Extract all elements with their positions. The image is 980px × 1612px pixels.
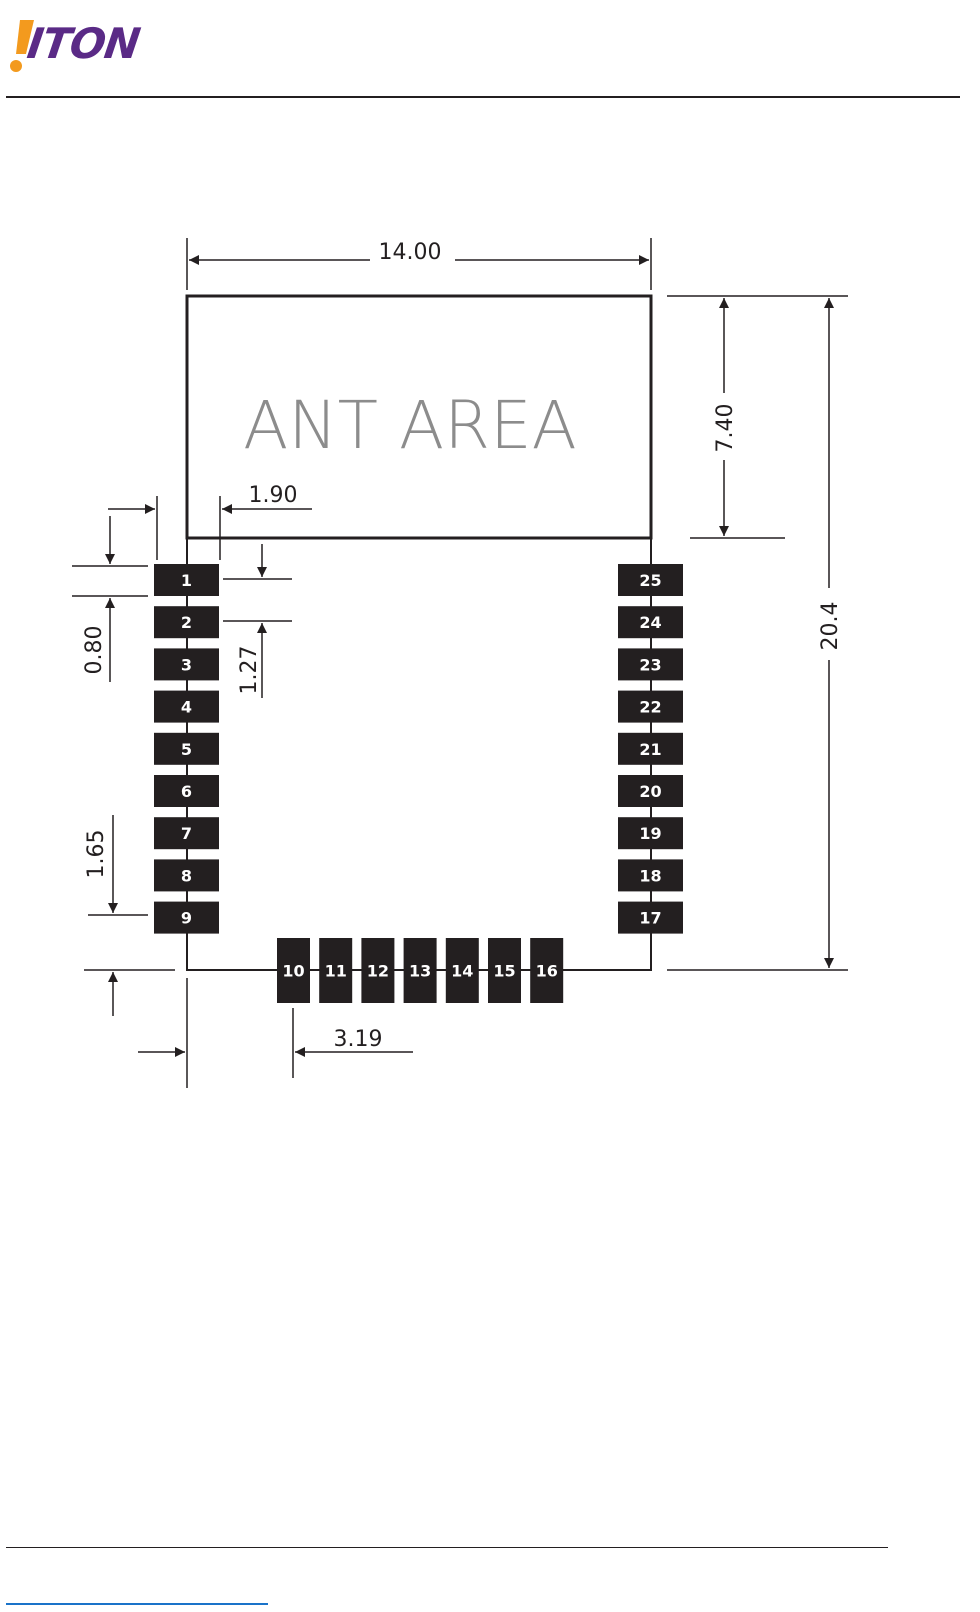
pin-23-label: 23 xyxy=(639,655,661,674)
pin-3-label: 3 xyxy=(181,655,192,674)
pin-19: 19 xyxy=(618,817,683,849)
pin-25: 25 xyxy=(618,564,683,596)
pin-13: 13 xyxy=(404,938,437,1003)
pin-25-label: 25 xyxy=(639,571,661,590)
module-outline xyxy=(187,538,651,970)
pin-10-label: 10 xyxy=(282,962,304,981)
pin-20-label: 20 xyxy=(639,782,661,801)
pin-18: 18 xyxy=(618,859,683,891)
pin-1: 1 xyxy=(154,564,219,596)
pin-20: 20 xyxy=(618,775,683,807)
dim-width-label: 14.00 xyxy=(379,240,442,265)
pin-14-label: 14 xyxy=(451,962,473,981)
pin-15: 15 xyxy=(488,938,521,1003)
pin-17: 17 xyxy=(618,902,683,934)
footer-link-underline xyxy=(6,1603,268,1605)
pin-2: 2 xyxy=(154,606,219,638)
pin-9: 9 xyxy=(154,902,219,934)
pin-15-label: 15 xyxy=(493,962,515,981)
pin-16: 16 xyxy=(530,938,563,1003)
pin-5: 5 xyxy=(154,733,219,765)
pin-7: 7 xyxy=(154,817,219,849)
pin-12: 12 xyxy=(361,938,394,1003)
pin-18-label: 18 xyxy=(639,866,661,885)
dim-top-to-pin1-label: 1.90 xyxy=(249,483,298,508)
antenna-area-label: ANT AREA xyxy=(243,387,577,464)
pin-3: 3 xyxy=(154,648,219,680)
pin-23: 23 xyxy=(618,648,683,680)
pin-5-label: 5 xyxy=(181,740,192,759)
pin-6: 6 xyxy=(154,775,219,807)
pin-7-label: 7 xyxy=(181,824,192,843)
pin-4: 4 xyxy=(154,691,219,723)
pin-17-label: 17 xyxy=(639,909,661,928)
pin-21: 21 xyxy=(618,733,683,765)
pin-19-label: 19 xyxy=(639,824,661,843)
pin-8: 8 xyxy=(154,859,219,891)
pin-4-label: 4 xyxy=(181,698,192,717)
pin-16-label: 16 xyxy=(536,962,558,981)
pin-12-label: 12 xyxy=(367,962,389,981)
dim-pin9-edge-label: 1.65 xyxy=(84,830,109,879)
pin-9-label: 9 xyxy=(181,909,192,928)
dim-pad-height-label: 0.80 xyxy=(82,626,107,675)
pin-11: 11 xyxy=(319,938,352,1003)
pin-24: 24 xyxy=(618,606,683,638)
footer-divider xyxy=(6,1547,888,1548)
pin-2-label: 2 xyxy=(181,613,192,632)
pin-22: 22 xyxy=(618,691,683,723)
pin-14: 14 xyxy=(446,938,479,1003)
pin-8-label: 8 xyxy=(181,866,192,885)
pin-21-label: 21 xyxy=(639,740,661,759)
pin-13-label: 13 xyxy=(409,962,431,981)
dim-antenna-height-label: 7.40 xyxy=(713,404,738,453)
pin-24-label: 24 xyxy=(639,613,661,632)
pin-1-label: 1 xyxy=(181,571,192,590)
pin-10: 10 xyxy=(277,938,310,1003)
pin-11-label: 11 xyxy=(325,962,347,981)
dim-bottom-offset-label: 3.19 xyxy=(334,1027,383,1052)
dim-total-height-label: 20.4 xyxy=(818,602,843,651)
dim-pad-pitch-label: 1.27 xyxy=(237,646,262,695)
pin-6-label: 6 xyxy=(181,782,192,801)
pin-22-label: 22 xyxy=(639,698,661,717)
